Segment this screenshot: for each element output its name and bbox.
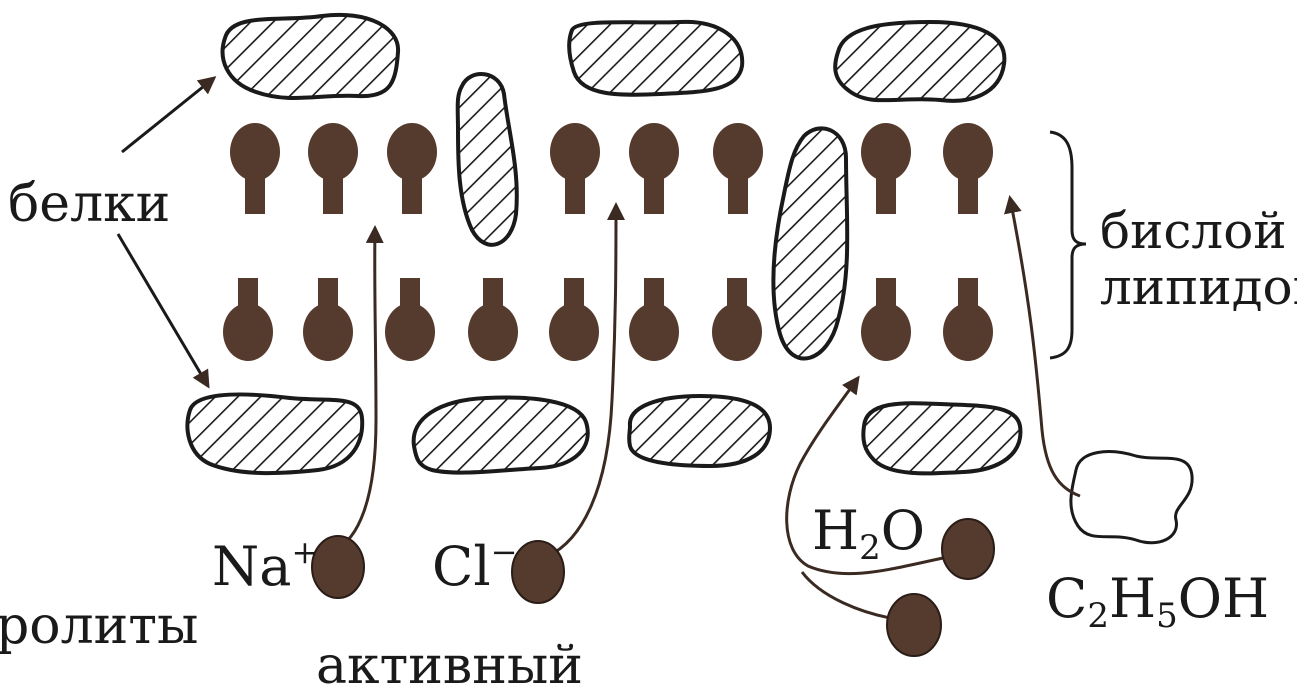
lipid-head [308, 123, 358, 181]
lipid-head [303, 303, 353, 361]
lipid-molecule-top-8 [943, 123, 993, 214]
na-ion [312, 536, 364, 598]
lipid-head [468, 303, 518, 361]
protein-transmembrane-1 [458, 74, 517, 245]
electrolytes-label: ролиты [0, 600, 198, 652]
lipid-molecule-bottom-7 [712, 278, 762, 361]
lipid-molecule-bottom-3 [385, 278, 435, 361]
lipid-molecule-bottom-1 [223, 278, 273, 361]
lipid-head [943, 123, 993, 181]
water-transport-arrow-2 [802, 572, 902, 620]
lipid-head [385, 303, 435, 361]
protein-pointer-top [122, 78, 214, 152]
na-ion-label: Na+ [212, 536, 318, 594]
cl-transport-arrow [548, 205, 616, 556]
proteins-label: белки [8, 178, 170, 230]
water-molecule-1 [942, 519, 994, 579]
lipid-head [629, 303, 679, 361]
lipid-head [387, 123, 437, 181]
protein-bottom-3 [629, 396, 770, 466]
lipid-layer-top [230, 123, 993, 214]
ethanol-label: C2H5OH [1046, 572, 1269, 633]
bilayer-label-line2: липидов [1100, 262, 1297, 312]
membrane-diagram [0, 0, 1297, 663]
lipid-head [230, 123, 280, 181]
lipid-head [550, 123, 600, 181]
water-molecule-2 [887, 594, 941, 656]
lipid-head [943, 303, 993, 361]
protein-top-3 [835, 22, 1004, 101]
lipid-layer-bottom [223, 278, 993, 361]
protein-bottom-2 [414, 398, 588, 473]
protein-pointer-bottom [118, 234, 208, 386]
lipid-molecule-top-3 [387, 123, 437, 214]
lipid-molecule-top-6 [713, 123, 763, 214]
lipid-molecule-bottom-4 [468, 278, 518, 361]
lipid-molecule-top-5 [629, 123, 679, 214]
lipid-molecule-bottom-2 [303, 278, 353, 361]
cl-ion [512, 541, 564, 603]
lipid-head [712, 303, 762, 361]
lipid-molecule-top-2 [308, 123, 358, 214]
protein-bottom-4 [863, 403, 1020, 473]
bilayer-brace [1050, 132, 1086, 358]
protein-bottom-1 [187, 394, 362, 473]
lipid-head [713, 123, 763, 181]
cl-ion-label: Cl− [432, 536, 517, 594]
lipid-head [861, 123, 911, 181]
lipid-molecule-bottom-5 [549, 278, 599, 361]
protein-top-1 [223, 15, 398, 98]
lipid-head [223, 303, 273, 361]
lipid-molecule-top-7 [861, 123, 911, 214]
lipid-molecule-bottom-9 [943, 278, 993, 361]
lipid-head [549, 303, 599, 361]
water-label: H2O [812, 504, 925, 565]
lipid-molecule-top-4 [550, 123, 600, 214]
bilayer-label-line1: бислой [1100, 206, 1287, 256]
proteins-top-row [223, 15, 1005, 101]
lipid-molecule-top-1 [230, 123, 280, 214]
lipid-head [861, 303, 911, 361]
lipid-head [629, 123, 679, 181]
ethanol-molecule [1071, 452, 1192, 543]
lipid-molecule-bottom-6 [629, 278, 679, 361]
lipid-molecule-bottom-8 [861, 278, 911, 361]
protein-transmembrane-2 [773, 128, 847, 358]
na-transport-arrow [334, 228, 376, 550]
active-transport-label: активный [316, 640, 583, 692]
protein-top-2 [569, 22, 742, 95]
